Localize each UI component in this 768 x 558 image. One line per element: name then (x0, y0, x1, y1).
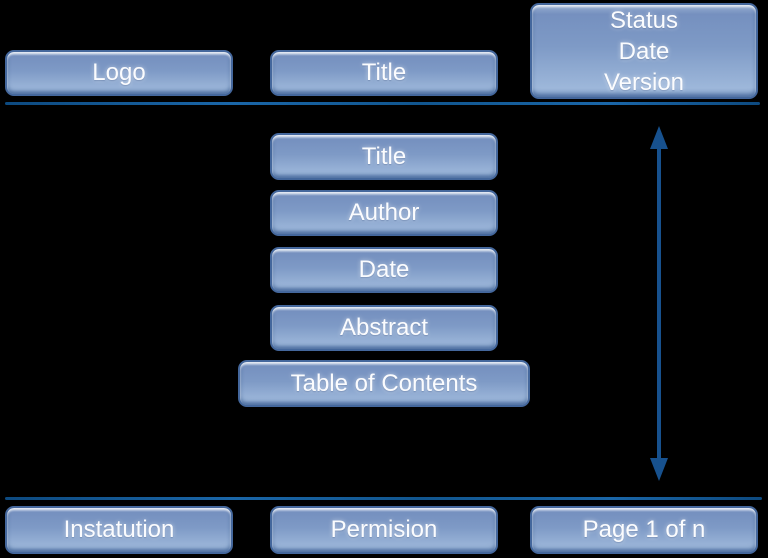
author-box: Author (270, 190, 498, 236)
table-of-contents-box: Table of Contents (238, 360, 530, 407)
abstract-box: Abstract (270, 305, 498, 351)
institution-box: Instatution (5, 506, 233, 554)
page-number-box: Page 1 of n (530, 506, 758, 554)
permission-box: Permision (270, 506, 498, 554)
date-box: Date (270, 247, 498, 293)
date-line: Date (618, 37, 670, 65)
header-rule-line (5, 102, 760, 105)
header-title-box: Title (270, 50, 498, 96)
footer-rule-line (5, 497, 762, 500)
version-line: Version (603, 68, 685, 96)
logo-box: Logo (5, 50, 233, 96)
body-title-box: Title (270, 133, 498, 180)
status-line: Status (609, 6, 679, 34)
status-date-version-box: Status Date Version (530, 3, 758, 99)
